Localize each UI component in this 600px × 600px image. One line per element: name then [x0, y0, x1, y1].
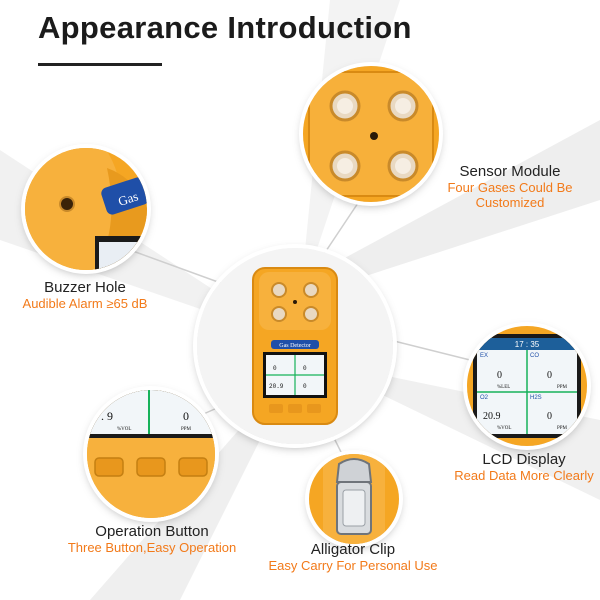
- buzzer-hole-name: Buzzer Hole: [44, 279, 126, 296]
- operation-button-desc: Three Button,Easy Operation: [67, 540, 237, 555]
- alligator-clip-desc: Easy Carry For Personal Use: [268, 558, 438, 573]
- lcd-ex-unit: %LEL: [497, 385, 510, 390]
- lcd-time: 17 : 35: [515, 340, 540, 349]
- device-image: Gas Detector 0 0 20.9 0: [197, 248, 393, 444]
- buzzer-gas-badge: Gas: [116, 188, 140, 209]
- lcd-o2-tag: O2: [480, 395, 489, 401]
- page-title: Appearance Introduction: [38, 10, 412, 45]
- lcd-ex-value: 0: [497, 370, 502, 381]
- alligator-clip-image: [309, 454, 399, 544]
- operation-button-name: Operation Button: [95, 523, 209, 540]
- button-view-left-value: . 9: [101, 409, 113, 423]
- buzzer-hole-label: Buzzer Hole Audible Alarm ≥65 dB: [10, 279, 160, 311]
- sensor-module-image: [303, 66, 439, 202]
- operation-button-label: Operation Button Three Button,Easy Opera…: [52, 523, 252, 555]
- lcd-display-label: LCD Display Read Data More Clearly: [448, 451, 600, 483]
- lcd-co-unit: PPM: [557, 385, 568, 390]
- operation-button-image: . 9 0 %VOL PPM: [87, 390, 215, 518]
- button-view-right-value: 0: [183, 409, 189, 423]
- title-underline: [38, 63, 162, 66]
- svg-text:20.9: 20.9: [269, 383, 284, 390]
- lcd-co-value: 0: [547, 370, 552, 381]
- svg-text:0: 0: [273, 365, 277, 372]
- lcd-h2s-value: 0: [547, 411, 552, 422]
- sensor-module-label: Sensor Module Four Gases Could Be Custom…: [440, 163, 580, 210]
- lcd-o2-unit: %VOL: [497, 426, 511, 431]
- lcd-h2s-tag: H2S: [530, 395, 542, 401]
- lcd-h2s-unit: PPM: [557, 426, 568, 431]
- alligator-clip-name: Alligator Clip: [310, 541, 396, 558]
- lcd-display-desc: Read Data More Clearly: [454, 468, 594, 483]
- button-view-left-unit: %VOL: [117, 427, 131, 432]
- sensor-module-name: Sensor Module: [459, 163, 561, 180]
- lcd-display-name: LCD Display: [482, 451, 566, 468]
- sensor-holes: [329, 90, 419, 182]
- lcd-co-tag: CO: [530, 353, 539, 359]
- svg-text:0: 0: [303, 383, 307, 390]
- device-brand-label: Gas Detector: [279, 343, 311, 349]
- button-view-right-unit: PPM: [181, 427, 192, 432]
- alligator-clip-label: Alligator Clip Easy Carry For Personal U…: [258, 541, 448, 573]
- lcd-ex-tag: EX: [480, 353, 488, 359]
- sensor-module-desc-line1: Four Gases Could Be: [447, 180, 573, 195]
- buzzer-hole-desc: Audible Alarm ≥65 dB: [22, 296, 148, 311]
- lcd-display-image: 17 : 35 EX CO 0 0 %LEL PPM O2 H2S 20.9 0…: [467, 326, 587, 446]
- lcd-o2-value: 20.9: [483, 411, 501, 422]
- sensor-module-desc-line2: Customized: [475, 195, 545, 210]
- svg-text:0: 0: [303, 365, 307, 372]
- buzzer-hole-image: Gas: [25, 148, 147, 270]
